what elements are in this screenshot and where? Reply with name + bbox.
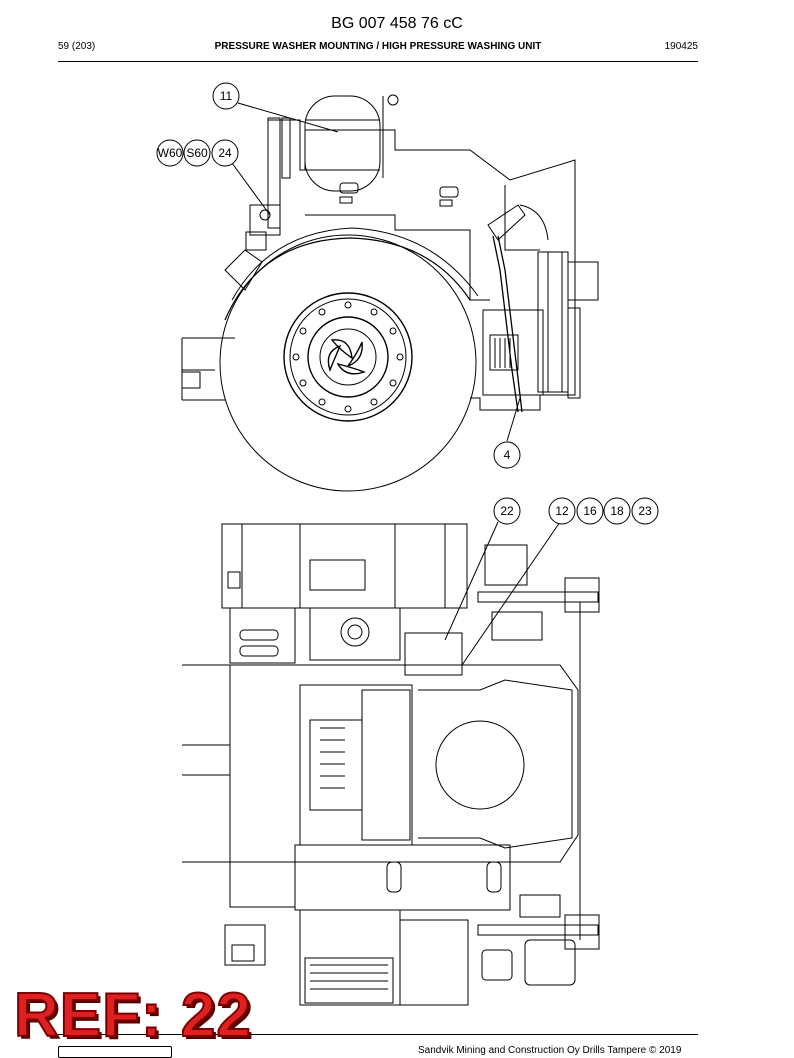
callout-22: 22 (500, 504, 514, 518)
side-view-drawing (181, 94, 599, 492)
spray-gun (487, 204, 526, 241)
document-date: 190425 (664, 41, 698, 52)
document-id: BG 007 458 76 cC (331, 15, 463, 32)
callout-24: 24 (218, 146, 232, 160)
page-number: 59 (203) (58, 41, 96, 52)
turntable (435, 720, 525, 810)
page-title: PRESSURE WASHER MOUNTING / HIGH PRESSURE… (214, 41, 542, 52)
footer-rule (58, 1034, 698, 1035)
callout-s60: S60 (186, 146, 208, 160)
callout-12: 12 (555, 504, 569, 518)
valve-block (249, 204, 281, 236)
copyright-footer: Sandvik Mining and Construction Oy Drill… (418, 1045, 682, 1056)
wheel-tyre (219, 234, 477, 492)
callout-bubbles (156, 82, 659, 525)
header-row: 59 (203) PRESSURE WASHER MOUNTING / HIGH… (58, 41, 698, 55)
callout-23: 23 (638, 504, 652, 518)
pump-housing (482, 309, 544, 396)
callout-w60: W60 (158, 146, 183, 160)
callout-4: 4 (504, 448, 511, 462)
callout-11: 11 (220, 89, 233, 103)
callout-18: 18 (610, 504, 624, 518)
plan-view-drawing (182, 521, 600, 1006)
ref-stamp: REF: 22 (13, 981, 252, 1050)
header-rule (58, 61, 698, 62)
callout-16: 16 (583, 504, 597, 518)
washer-unit-box (404, 632, 463, 676)
hose-reel (304, 95, 381, 192)
